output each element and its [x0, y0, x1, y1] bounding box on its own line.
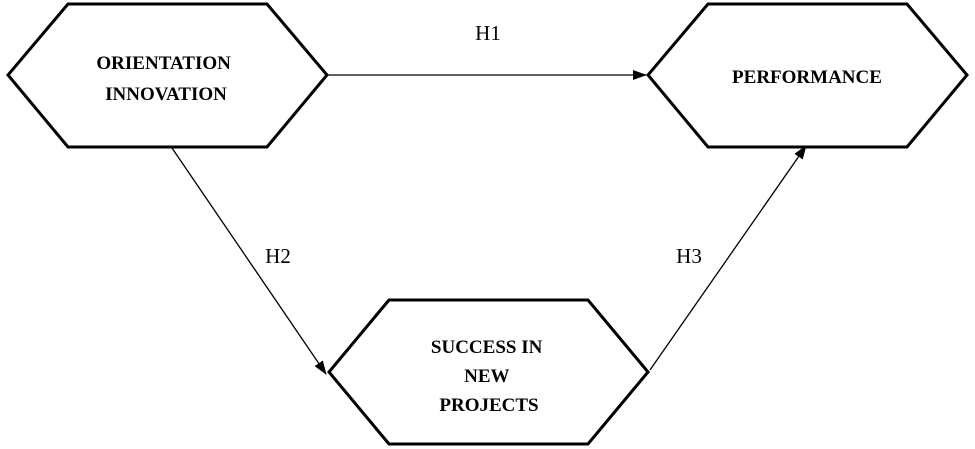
node-orientation-innovation-shape — [6, 2, 329, 149]
node-success-in-new-projects-label: SUCCESS IN NEW PROJECTS — [431, 337, 547, 416]
node-success-in-new-projects-line-1: SUCCESS IN — [431, 337, 543, 358]
edge-h2-label: H2 — [265, 244, 291, 268]
edge-h3-label: H3 — [676, 244, 702, 268]
node-success-in-new-projects-line-3: PROJECTS — [439, 395, 538, 416]
node-success-in-new-projects: SUCCESS IN NEW PROJECTS — [327, 298, 650, 446]
edge-h1-label: H1 — [475, 21, 501, 45]
edge-h3-arrow — [649, 145, 807, 371]
edge-h1: H1 — [327, 21, 647, 80]
node-success-in-new-projects-shape — [327, 298, 650, 446]
edge-h2: H2 — [171, 147, 327, 375]
node-success-in-new-projects-line-2: NEW — [464, 366, 509, 387]
node-orientation-innovation: ORIENTATION INNOVATION — [6, 2, 329, 149]
node-performance-label: PERFORMANCE — [732, 67, 882, 88]
edge-h3: H3 — [649, 145, 807, 371]
node-performance-line-1: PERFORMANCE — [732, 67, 882, 88]
node-performance-shape — [646, 2, 969, 149]
node-orientation-innovation-label: ORIENTATION INNOVATION — [96, 53, 235, 105]
node-performance: PERFORMANCE — [646, 2, 969, 149]
node-orientation-innovation-line-2: INNOVATION — [105, 84, 227, 105]
node-orientation-innovation-line-1: ORIENTATION — [96, 53, 231, 74]
edge-h2-arrow — [171, 147, 327, 375]
